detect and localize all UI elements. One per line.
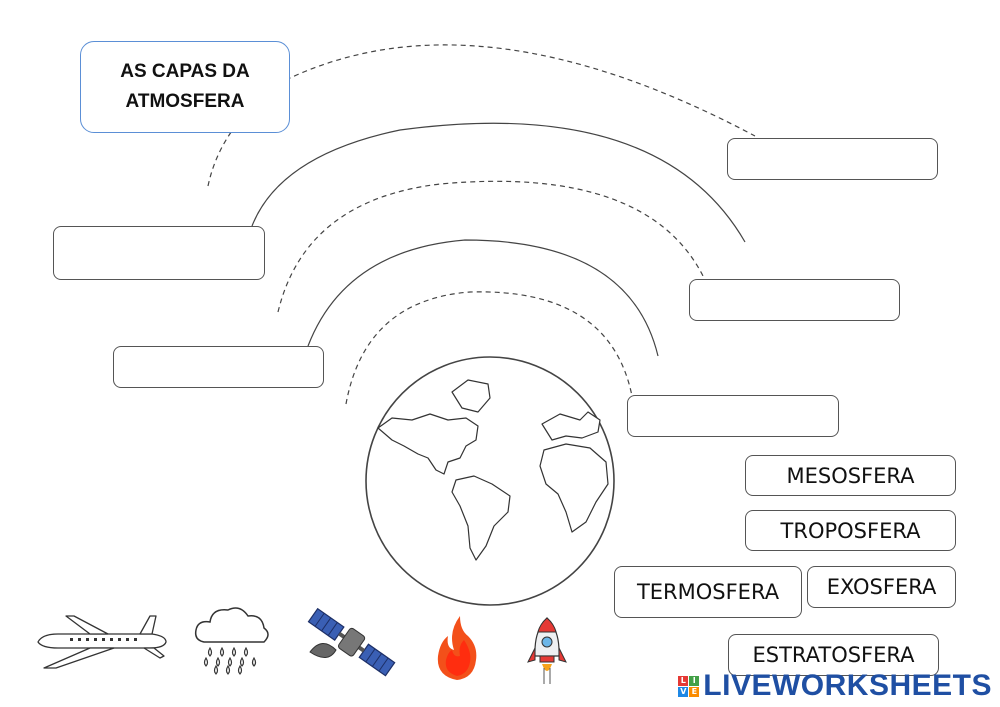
earth-globe — [365, 356, 615, 606]
rain-cloud-icon[interactable] — [192, 604, 272, 676]
africa-shape — [539, 443, 609, 533]
word-exosfera[interactable]: EXOSFERA — [807, 566, 956, 608]
rocket-icon[interactable] — [526, 616, 568, 688]
arc-dashed-middle — [277, 180, 706, 313]
brand-text: LIVEWORKSHEETS — [703, 669, 992, 702]
brand-badge-letter: I — [689, 675, 700, 686]
brand-badge: L I V E — [678, 675, 700, 697]
answer-box-2[interactable] — [53, 226, 265, 280]
arc-solid-inner — [307, 239, 659, 357]
greenland-shape — [451, 379, 491, 413]
brand-badge-letter: V — [678, 686, 689, 697]
europe-shape — [541, 411, 601, 441]
north-america-shape — [377, 413, 479, 475]
answer-box-5[interactable] — [627, 395, 839, 437]
answer-box-3[interactable] — [689, 279, 900, 321]
word-termosfera[interactable]: TERMOSFERA — [614, 566, 802, 618]
arc-solid-outer — [251, 122, 746, 243]
liveworksheets-logo: L I V E LIVEWORKSHEETS — [678, 669, 992, 703]
brand-badge-letter: E — [689, 686, 700, 697]
answer-box-4[interactable] — [113, 346, 324, 388]
fireball-icon[interactable] — [432, 612, 482, 682]
title-line-1: AS CAPAS DA — [120, 61, 250, 82]
title-line-2: ATMOSFERA — [125, 91, 245, 112]
south-america-shape — [451, 475, 511, 561]
satellite-icon[interactable] — [300, 606, 402, 680]
word-mesosfera[interactable]: MESOSFERA — [745, 455, 956, 496]
word-troposfera[interactable]: TROPOSFERA — [745, 510, 956, 551]
word-estratosfera[interactable]: ESTRATOSFERA — [728, 634, 939, 676]
arc-dashed-inner — [345, 291, 633, 405]
airplane-icon[interactable] — [32, 608, 170, 670]
title-box: AS CAPAS DA ATMOSFERA — [80, 41, 290, 133]
arc-dashed-outer — [207, 44, 756, 187]
answer-box-1[interactable] — [727, 138, 938, 180]
brand-badge-letter: L — [678, 675, 689, 686]
